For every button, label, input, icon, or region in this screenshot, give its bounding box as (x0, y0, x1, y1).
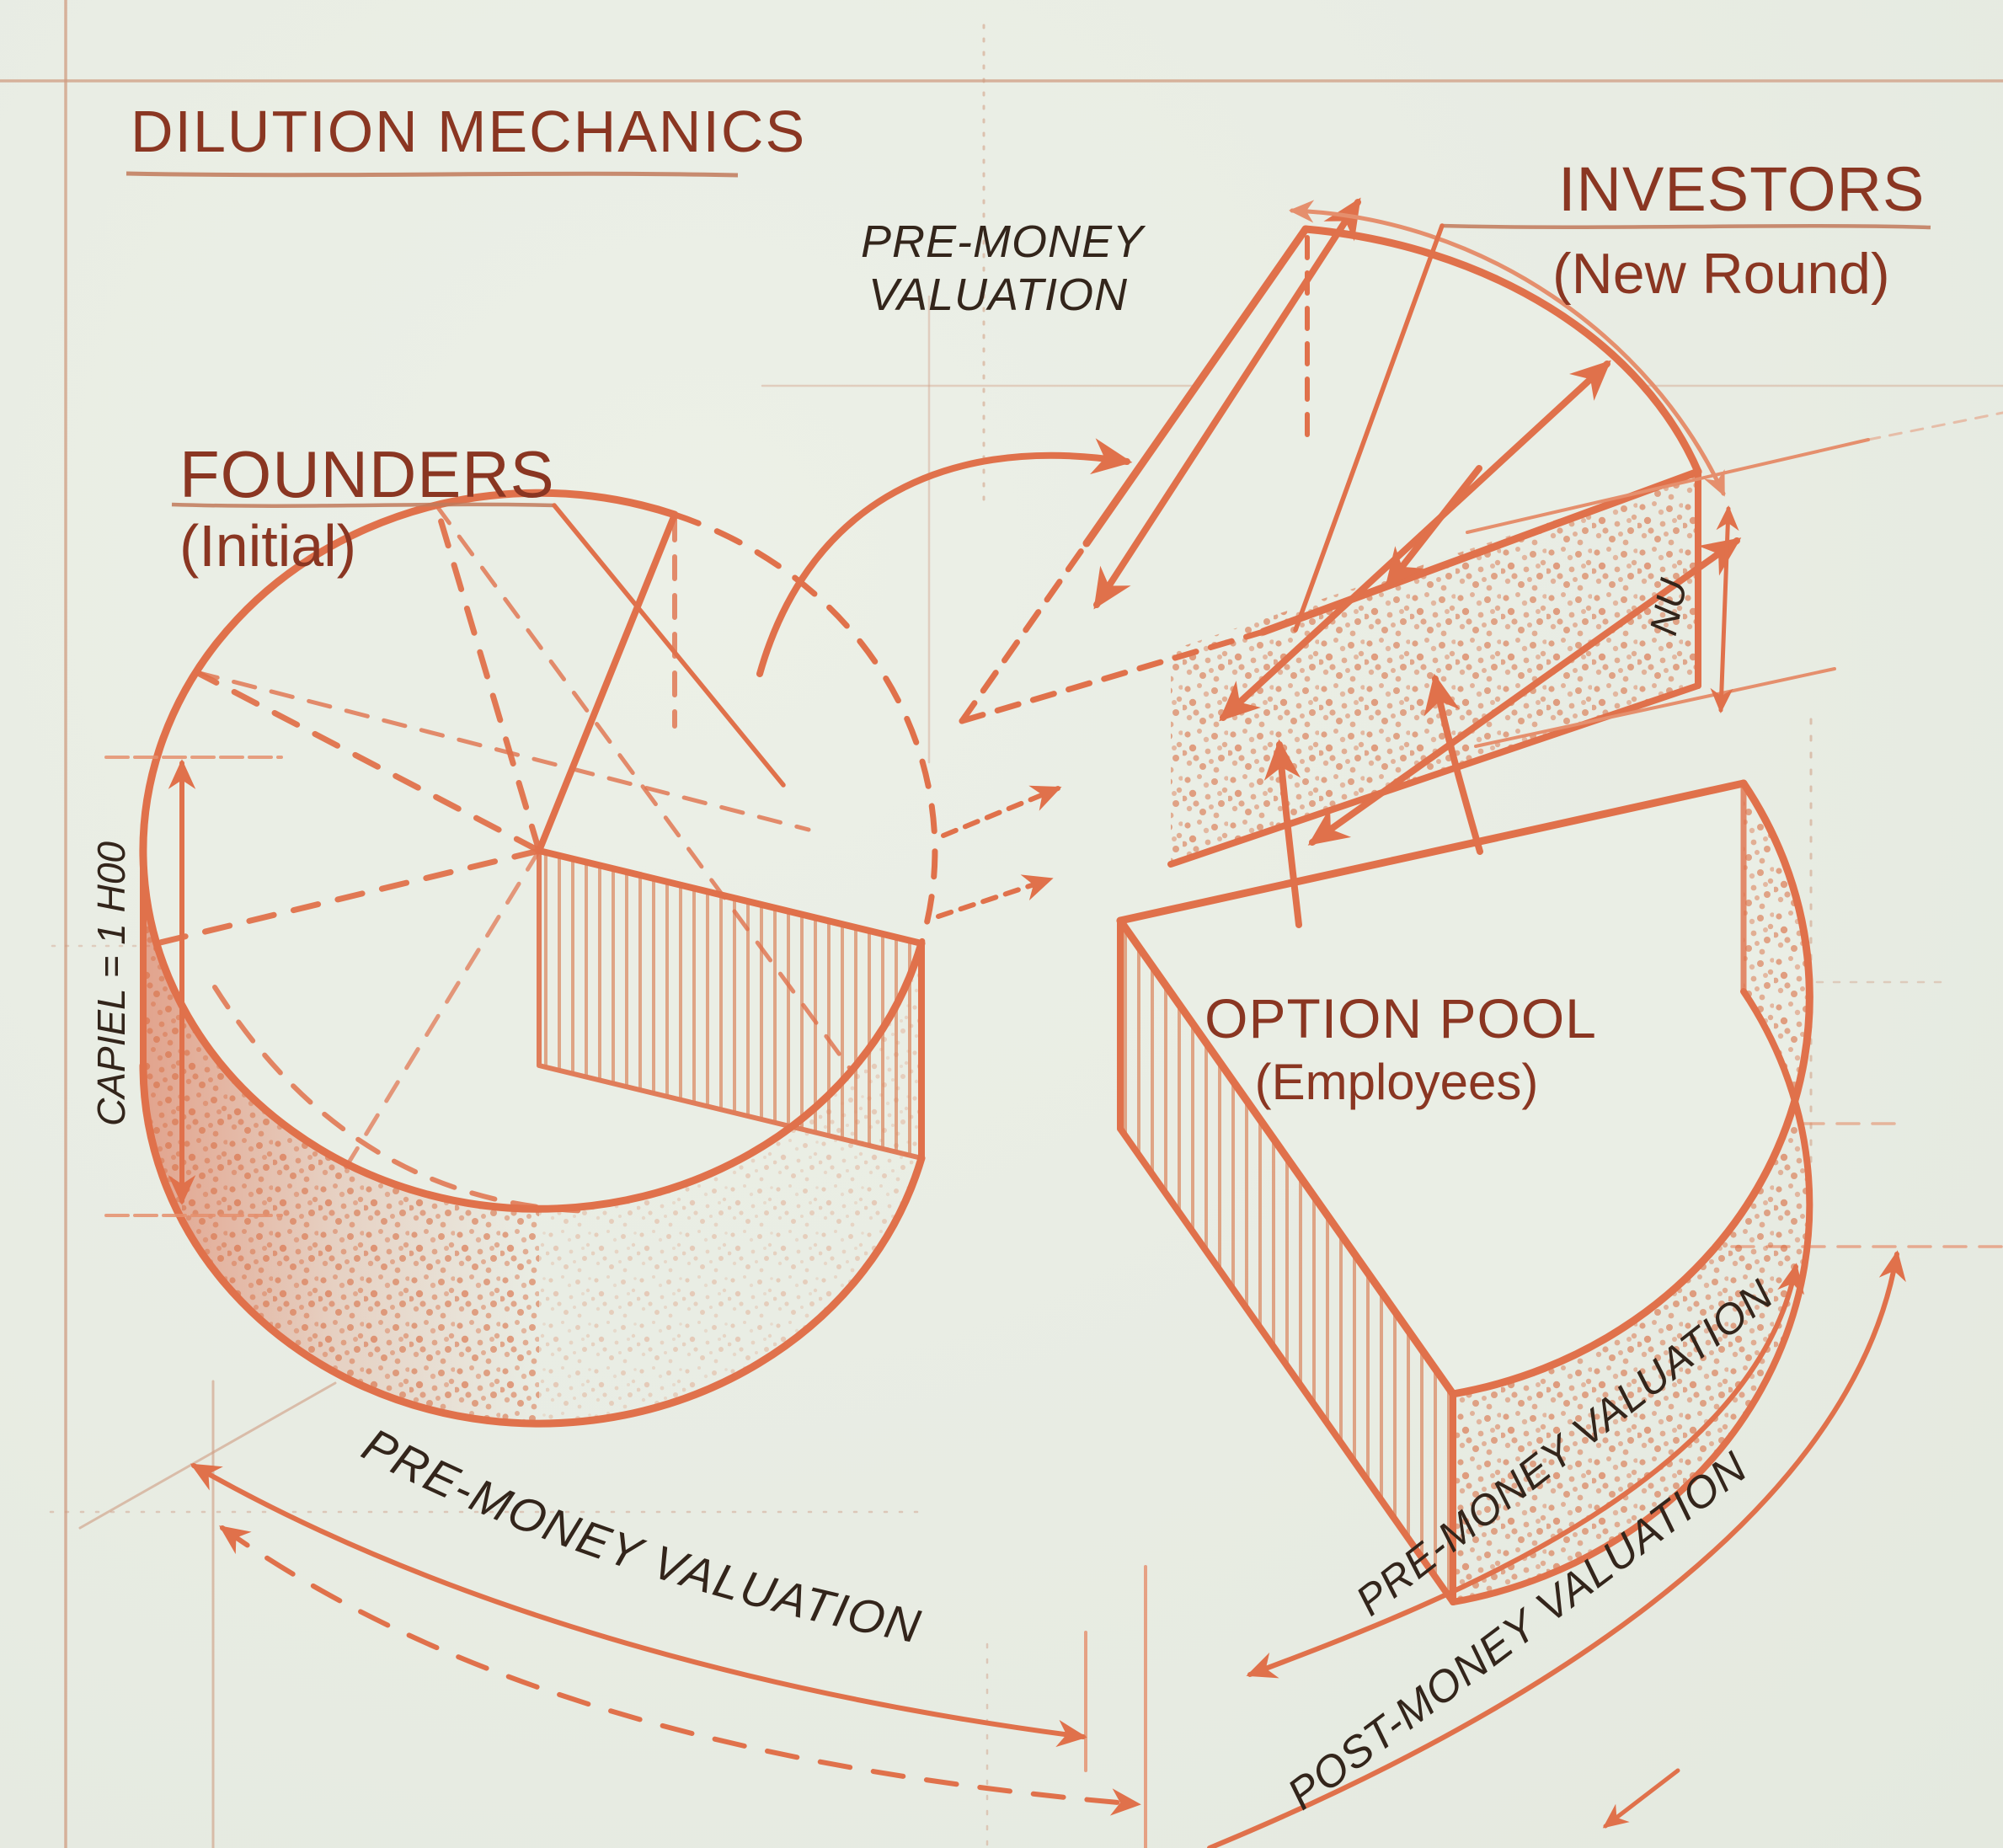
pie-hidden-radial-1 (433, 502, 542, 854)
founders-underline (171, 502, 555, 508)
pre-money-top-label-line2: VALUATION (868, 270, 1128, 320)
premoney-curved-arrow (756, 438, 1133, 677)
option-pool-label: OPTION POOL (1204, 987, 1597, 1050)
pie-hidden-chord-3 (339, 848, 542, 1178)
founders-label: FOUNDERS (179, 437, 555, 511)
nu-ext-top (1466, 438, 1870, 534)
title-underline (126, 171, 739, 178)
premoney-right-curve (1246, 1263, 1805, 1679)
postmoney-left-arrow (1602, 1768, 1680, 1829)
pie-hidden-chord-2 (194, 670, 811, 832)
pie-bottom-rim (139, 1061, 926, 1428)
founders-pie (139, 489, 938, 1428)
option-up-arrow-1 (1263, 739, 1302, 928)
investors-label: INVESTORS (1558, 154, 1925, 224)
pie-hidden-rim-dashed (671, 511, 938, 947)
nu-ext-top-faint (1867, 411, 2003, 441)
page-title: DILUTION MECHANICS (131, 99, 806, 164)
investor-edge-lower-hidden (959, 628, 1267, 724)
founders-sublabel: (Initial) (179, 513, 356, 579)
option-top-face (1120, 783, 1810, 1394)
nu-dim-arrow (1710, 505, 1739, 714)
investor-edge-left-hidden (959, 540, 1090, 724)
pie-hidden-bottom-arc (212, 985, 596, 1214)
investors-sublabel: (New Round) (1552, 242, 1890, 306)
wedge-angle-arc (1288, 200, 1726, 497)
pie-cut-edge-upper (536, 511, 678, 854)
pie-side-stipple-left (143, 851, 539, 1423)
pre-money-bottom-label: PRE-MONEY VALUATION (355, 1418, 927, 1653)
nu-ext-bottom (1474, 667, 1836, 748)
pie-hidden-radial-3 (153, 847, 542, 947)
premoney-bottom-curve (190, 1463, 1087, 1748)
option-up-arrow-2 (1423, 673, 1483, 855)
explode-dashed-arrow-1 (941, 785, 1062, 838)
investors-leader-line (1293, 223, 1445, 633)
capital-dimension-label: CAPIEL = 1 H00 (89, 841, 133, 1126)
pie-hidden-chord-1 (434, 503, 853, 1072)
postmoney-right-curve (1207, 1250, 1906, 1848)
investor-ray-arrow-3 (1307, 537, 1742, 846)
option-pool-sublabel: (Employees) (1255, 1054, 1539, 1110)
premoney-bottom-dashed-curve (219, 1525, 1141, 1816)
pie-hidden-radial-2 (193, 669, 542, 854)
pre-money-bottom-text: PRE-MONEY VALUATION (355, 1418, 925, 1653)
pre-money-top-label-line1: PRE-MONEY (861, 216, 1146, 267)
pie-cut-edge-lower (536, 847, 925, 947)
pie-side-stipple-right (539, 943, 921, 1423)
explode-dashed-arrow-2 (936, 874, 1054, 919)
dimensions (104, 200, 2003, 1848)
ext-diag-bottomleft (78, 1381, 337, 1530)
investors-underline (1440, 223, 1931, 230)
founders-leader-line (552, 503, 786, 788)
